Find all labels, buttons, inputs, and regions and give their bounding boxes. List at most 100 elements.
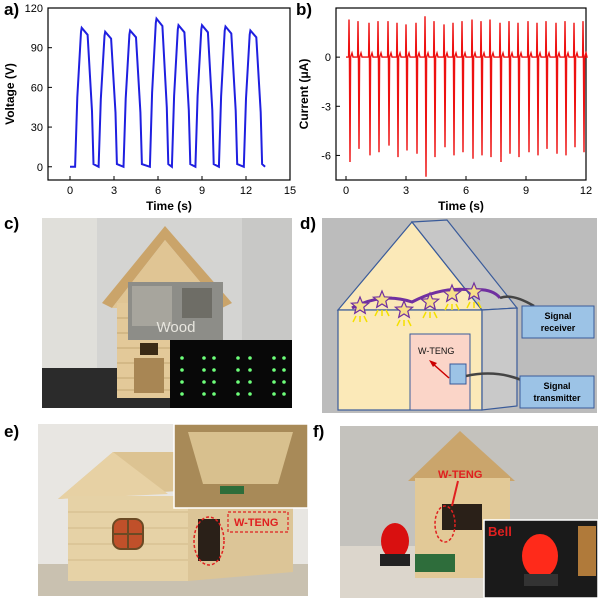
house-side-wall [481, 307, 518, 411]
transmitter-chip [449, 363, 467, 385]
wood-picture-text: Wood [157, 319, 196, 336]
x-tick-label: 6 [463, 185, 469, 197]
led-dot [282, 380, 286, 384]
led-glow-ray [477, 301, 482, 309]
led-star [419, 291, 441, 311]
f-teng-arrow [451, 480, 459, 507]
led-glow-ray [363, 315, 368, 323]
current-chart-xlabel: Time (s) [438, 199, 484, 213]
led-dot [248, 368, 252, 372]
led-glow-ray [455, 303, 460, 311]
led-glow-ray [433, 311, 438, 319]
current-series-line [346, 16, 588, 177]
led-glow-ray [352, 315, 357, 323]
led-dot [272, 368, 276, 372]
photo-wooden-house-teng: W-TENG [38, 424, 308, 596]
led-dot [202, 356, 206, 360]
panel-label-f: f) [313, 422, 325, 441]
led-dot [282, 368, 286, 372]
led-dot [180, 380, 184, 384]
x-tick-label: 9 [199, 185, 205, 197]
led-dot [282, 392, 286, 396]
led-stars [349, 281, 485, 327]
y-tick-label: -3 [321, 101, 331, 113]
voltage-chart-xlabel: Time (s) [146, 199, 192, 213]
led-dot [180, 368, 184, 372]
led-star [349, 295, 371, 315]
bell-label: Bell [488, 524, 512, 539]
led-glow-ray [396, 319, 401, 327]
y-tick-label: 120 [25, 3, 43, 15]
teng-label-e: W-TENG [234, 517, 278, 529]
x-tick-label: 0 [343, 185, 349, 197]
led-dot [212, 392, 216, 396]
x-tick-label: 12 [240, 185, 252, 197]
led-dot [236, 380, 240, 384]
signal-transmitter-label-2: transmitter [533, 393, 581, 403]
signal-receiver-label-2: receiver [541, 323, 576, 333]
led-dot [202, 380, 206, 384]
diagram-signal-system: W-TENG Signal receiver Signal transmitte… [322, 218, 597, 413]
led-dot [236, 392, 240, 396]
x-tick-label: 0 [67, 185, 73, 197]
signal-transmitter-label-1: Signal [543, 381, 570, 391]
house-illustration: Wood [42, 218, 292, 408]
signal-receiver-label-1: Signal [544, 311, 571, 321]
y-tick-label: 90 [31, 43, 43, 55]
led-dot [248, 380, 252, 384]
led-star [463, 281, 485, 301]
led-dot [236, 368, 240, 372]
led-dot [236, 356, 240, 360]
led-dot [180, 356, 184, 360]
panel-label-e: e) [4, 422, 20, 441]
signal-transmitter-box [519, 375, 595, 409]
receiver-cable [499, 295, 535, 308]
led-dot [212, 368, 216, 372]
led-dot [202, 392, 206, 396]
led-dot [272, 392, 276, 396]
x-tick-label: 6 [155, 185, 161, 197]
x-tick-label: 12 [580, 185, 592, 197]
f-teng-circle [434, 505, 456, 543]
led-dot [212, 356, 216, 360]
teng-label-box [227, 511, 289, 533]
voltage-chart: 0 3 6 9 12 15 0 30 60 90 120 Time (s) Voltage (V) [3, 3, 296, 213]
house-teng-illustration: W-TENG [38, 424, 308, 596]
y-tick-label: 60 [31, 82, 43, 94]
led-dot [272, 356, 276, 360]
voltage-chart-ylabel: Voltage (V) [3, 63, 17, 125]
y-tick-label: -6 [321, 150, 331, 162]
led-dot [282, 356, 286, 360]
x-tick-label: 15 [284, 185, 296, 197]
house-bell-illustration: W-TENG Bell [340, 426, 598, 598]
y-tick-label: 0 [37, 162, 43, 174]
led-star [393, 299, 415, 319]
current-chart-ylabel: Current (μA) [297, 59, 311, 130]
led-glow-ray [374, 309, 379, 317]
y-tick-label: 0 [325, 52, 331, 64]
voltage-series-line [70, 16, 266, 169]
teng-arrowhead [429, 360, 437, 367]
led-star [441, 283, 463, 303]
x-tick-label: 3 [111, 185, 117, 197]
current-chart: 0 3 6 9 12 -6 -3 0 Time (s) Current (μA) [297, 7, 592, 213]
y-tick-label: 30 [31, 122, 43, 134]
led-glow-ray [385, 309, 390, 317]
led-star [371, 289, 393, 309]
teng-highlight-circle [193, 516, 225, 566]
led-dot [272, 380, 276, 384]
x-tick-label: 9 [523, 185, 529, 197]
panel-label-b: b) [296, 0, 313, 19]
panel-label-c: c) [4, 214, 20, 233]
led-dot [212, 380, 216, 384]
x-tick-label: 3 [403, 185, 409, 197]
diagram-teng-label: W-TENG [418, 346, 454, 356]
plot-frame [335, 7, 587, 181]
signal-receiver-box [521, 305, 595, 339]
photo-wooden-house-led: Wood [42, 218, 292, 408]
led-glow-ray [466, 301, 471, 309]
led-dot [202, 368, 206, 372]
teng-arrow [431, 362, 450, 379]
led-dot [248, 356, 252, 360]
photo-house-bell: W-TENG Bell [340, 426, 598, 598]
